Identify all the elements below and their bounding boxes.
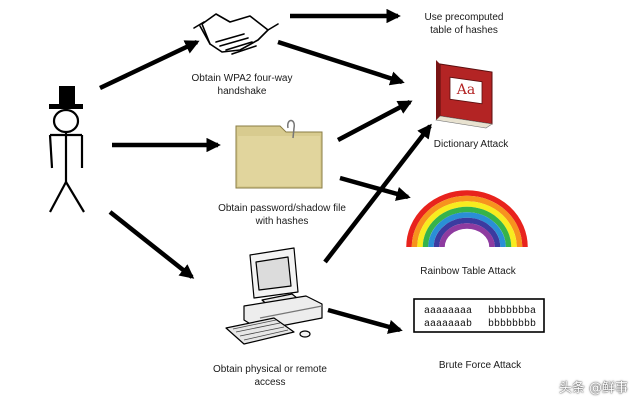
handshake-icon <box>193 13 279 55</box>
top-hat-stick-figure-icon <box>48 86 85 213</box>
brute-force-cell-r1c2: bbbbbbba <box>488 305 536 317</box>
arrow-shadow-file-to-rainbow <box>339 175 411 201</box>
folder-icon <box>235 119 323 189</box>
dictionary-book-letters: Aa <box>456 82 475 98</box>
arrow-physical-access-to-dictionary <box>323 123 432 264</box>
rainbow-attack-label: Rainbow Table Attack <box>420 266 516 277</box>
dictionary-book-icon: Aa <box>435 60 493 129</box>
precomputed-table-label: Use precomputed table of hashes <box>425 12 504 36</box>
physical-access-label-line-1: Obtain physical or remote <box>213 364 327 375</box>
brute-force-table-icon: aaaaaaaa bbbbbbba aaaaaaab bbbbbbbb <box>413 298 545 333</box>
arrow-attacker-to-handshake <box>99 39 200 91</box>
brute-force-label: Brute Force Attack <box>439 360 522 371</box>
brute-force-attack-label: Brute Force Attack <box>439 360 522 371</box>
rainbow-label: Rainbow Table Attack <box>420 266 516 277</box>
precomputed-label-line-2: table of hashes <box>430 25 498 36</box>
arrows <box>99 8 432 334</box>
arrow-shadow-file-to-dictionary <box>336 100 413 142</box>
arrow-attacker-to-physical-access <box>108 210 195 279</box>
physical-access-label-line-2: access <box>254 377 285 388</box>
shadow-file-label-line-2: with hashes <box>255 216 309 227</box>
arrow-physical-access-to-brute-force <box>327 307 403 334</box>
physical-access-label: Obtain physical or remote access <box>213 364 327 388</box>
brute-force-cell-r2c2: bbbbbbbb <box>488 318 536 330</box>
shadow-file-label: Obtain password/shadow file with hashes <box>218 203 346 227</box>
brute-force-cell-r1c1: aaaaaaaa <box>424 306 472 317</box>
watermark-text: 头条 @鲜事 <box>558 381 628 396</box>
arrow-handshake-to-dictionary <box>277 39 405 86</box>
handshake-label: Obtain WPA2 four-way handshake <box>192 73 293 97</box>
computer-icon <box>225 247 323 345</box>
brute-force-cell-r2c1: aaaaaaab <box>424 318 472 330</box>
precomputed-label-line-1: Use precomputed <box>425 12 504 23</box>
handshake-label-line-1: Obtain WPA2 four-way <box>192 73 293 84</box>
shadow-file-label-line-1: Obtain password/shadow file <box>218 203 346 214</box>
rainbow-icon <box>406 190 528 248</box>
handshake-label-line-2: handshake <box>218 86 267 97</box>
dictionary-label: Dictionary Attack <box>434 139 509 150</box>
dictionary-attack-label: Dictionary Attack <box>434 139 509 150</box>
